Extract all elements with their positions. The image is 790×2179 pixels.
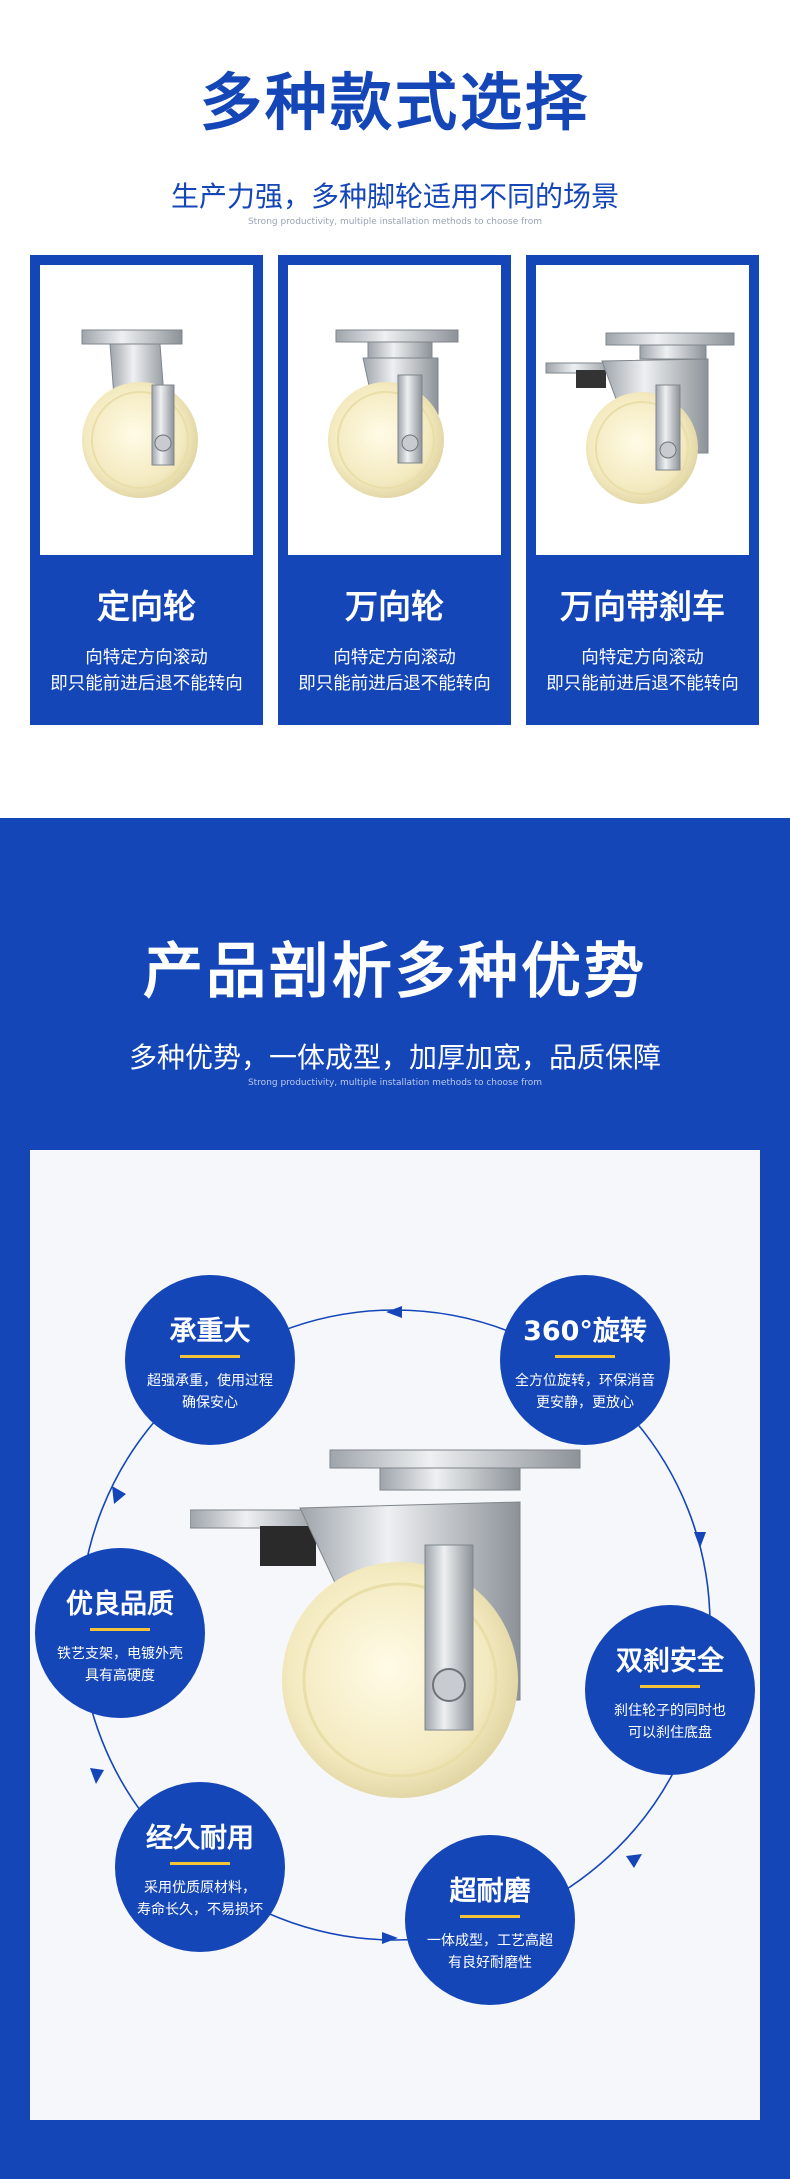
orbit-arrow-icon: [112, 1486, 126, 1504]
styles-tagline: Strong productivity, multiple installati…: [247, 217, 543, 227]
feature-desc-line: 全方位旋转，环保消音: [515, 1373, 655, 1389]
feature-360-rotation: 360°旋转 全方位旋转，环保消音 更安静，更放心: [500, 1275, 670, 1445]
card-desc: 向特定方向滚动 即只能前进后退不能转向: [278, 645, 511, 697]
feature-underline: [555, 1355, 615, 1358]
card-desc: 向特定方向滚动 即只能前进后退不能转向: [526, 645, 759, 697]
feature-desc-line: 寿命长久，不易损坏: [137, 1902, 263, 1918]
styles-section: 多种款式选择 生产力强，多种脚轮适用不同的场景 Strong productiv…: [0, 0, 790, 818]
feature-desc-line: 采用优质原材料，: [144, 1880, 256, 1896]
feature-desc-line: 有良好耐磨性: [448, 1955, 532, 1971]
feature-desc-line: 更安静，更放心: [536, 1395, 634, 1411]
card-desc-line: 即只能前进后退不能转向: [298, 674, 491, 694]
feature-desc-line: 一体成型，工艺高超: [427, 1933, 553, 1949]
feature-title: 承重大: [169, 1316, 251, 1347]
orbit-arrow-icon: [386, 1306, 402, 1318]
orbit-arrow-icon: [626, 1854, 642, 1868]
advantages-panel: 承重大 超强承重，使用过程 确保安心 360°旋转 全方位旋转，环保消音 更安静…: [30, 1150, 760, 2120]
advantages-tagline: Strong productivity, multiple installati…: [247, 1078, 543, 1088]
caster-type-cards: 定向轮 向特定方向滚动 即只能前进后退不能转向 万向轮: [30, 255, 760, 725]
card-desc-line: 向特定方向滚动: [85, 648, 208, 668]
fixed-caster-photo: [40, 265, 253, 555]
styles-title: 多种款式选择: [199, 66, 590, 139]
feature-desc: 一体成型，工艺高超 有良好耐磨性: [415, 1930, 565, 1974]
feature-desc-line: 刹住轮子的同时也: [614, 1703, 726, 1719]
feature-underline: [90, 1628, 150, 1631]
feature-load-capacity: 承重大 超强承重，使用过程 确保安心: [125, 1275, 295, 1445]
card-desc-line: 即只能前进后退不能转向: [50, 674, 243, 694]
orbit-arrow-icon: [90, 1768, 104, 1784]
feature-title: 经久耐用: [146, 1823, 254, 1854]
feature-durable: 经久耐用 采用优质原材料， 寿命长久，不易损坏: [115, 1782, 285, 1952]
feature-desc: 采用优质原材料， 寿命长久，不易损坏: [125, 1877, 275, 1921]
advantages-title: 产品剖析多种优势: [143, 937, 647, 1007]
feature-underline: [170, 1862, 230, 1865]
fixed-caster-icon: [81, 329, 198, 498]
orbit-arrow-icon: [694, 1532, 706, 1548]
card-title: 万向轮: [345, 587, 444, 626]
card-fixed-caster[interactable]: 定向轮 向特定方向滚动 即只能前进后退不能转向: [30, 255, 263, 725]
feature-desc-line: 具有高硬度: [85, 1668, 155, 1684]
feature-double-brake: 双刹安全 刹住轮子的同时也 可以刹住底盘: [585, 1605, 755, 1775]
feature-title: 双刹安全: [616, 1646, 724, 1677]
card-title: 万向带刹车: [560, 587, 725, 626]
feature-wear-resistant: 超耐磨 一体成型，工艺高超 有良好耐磨性: [405, 1835, 575, 2005]
feature-desc: 超强承重，使用过程 确保安心: [135, 1370, 285, 1414]
center-caster-icon: [190, 1449, 581, 1798]
feature-underline: [460, 1915, 520, 1918]
swivel-caster-icon: [328, 329, 459, 498]
advantages-section: 产品剖析多种优势 多种优势，一体成型，加厚加宽，品质保障 Strong prod…: [0, 818, 790, 2179]
card-brake-caster[interactable]: 万向带刹车 向特定方向滚动 即只能前进后退不能转向: [526, 255, 759, 725]
card-desc: 向特定方向滚动 即只能前进后退不能转向: [30, 645, 263, 697]
feature-underline: [180, 1355, 240, 1358]
feature-title: 优良品质: [66, 1589, 174, 1620]
feature-desc-line: 超强承重，使用过程: [147, 1373, 273, 1389]
card-swivel-caster[interactable]: 万向轮 向特定方向滚动 即只能前进后退不能转向: [278, 255, 511, 725]
feature-desc-line: 确保安心: [182, 1395, 238, 1411]
advantages-subtitle: 多种优势，一体成型，加厚加宽，品质保障: [128, 1041, 661, 1074]
swivel-caster-photo: [288, 265, 501, 555]
feature-title: 超耐磨: [449, 1876, 531, 1907]
feature-desc: 铁艺支架，电镀外壳 具有高硬度: [45, 1643, 195, 1687]
card-desc-line: 向特定方向滚动: [333, 648, 456, 668]
feature-quality: 优良品质 铁艺支架，电镀外壳 具有高硬度: [35, 1548, 205, 1718]
feature-title: 360°旋转: [523, 1316, 647, 1347]
card-title: 定向轮: [97, 587, 196, 626]
card-desc-line: 向特定方向滚动: [581, 648, 704, 668]
feature-underline: [640, 1685, 700, 1688]
orbit-arrow-icon: [382, 1932, 398, 1944]
feature-desc: 刹住轮子的同时也 可以刹住底盘: [595, 1700, 745, 1744]
brake-caster-photo: [536, 265, 749, 555]
brake-caster-icon: [545, 332, 735, 504]
feature-desc: 全方位旋转，环保消音 更安静，更放心: [510, 1370, 660, 1414]
card-desc-line: 即只能前进后退不能转向: [546, 674, 739, 694]
feature-desc-line: 可以刹住底盘: [628, 1725, 712, 1741]
styles-subtitle: 生产力强，多种脚轮适用不同的场景: [170, 180, 619, 213]
feature-desc-line: 铁艺支架，电镀外壳: [57, 1646, 183, 1662]
